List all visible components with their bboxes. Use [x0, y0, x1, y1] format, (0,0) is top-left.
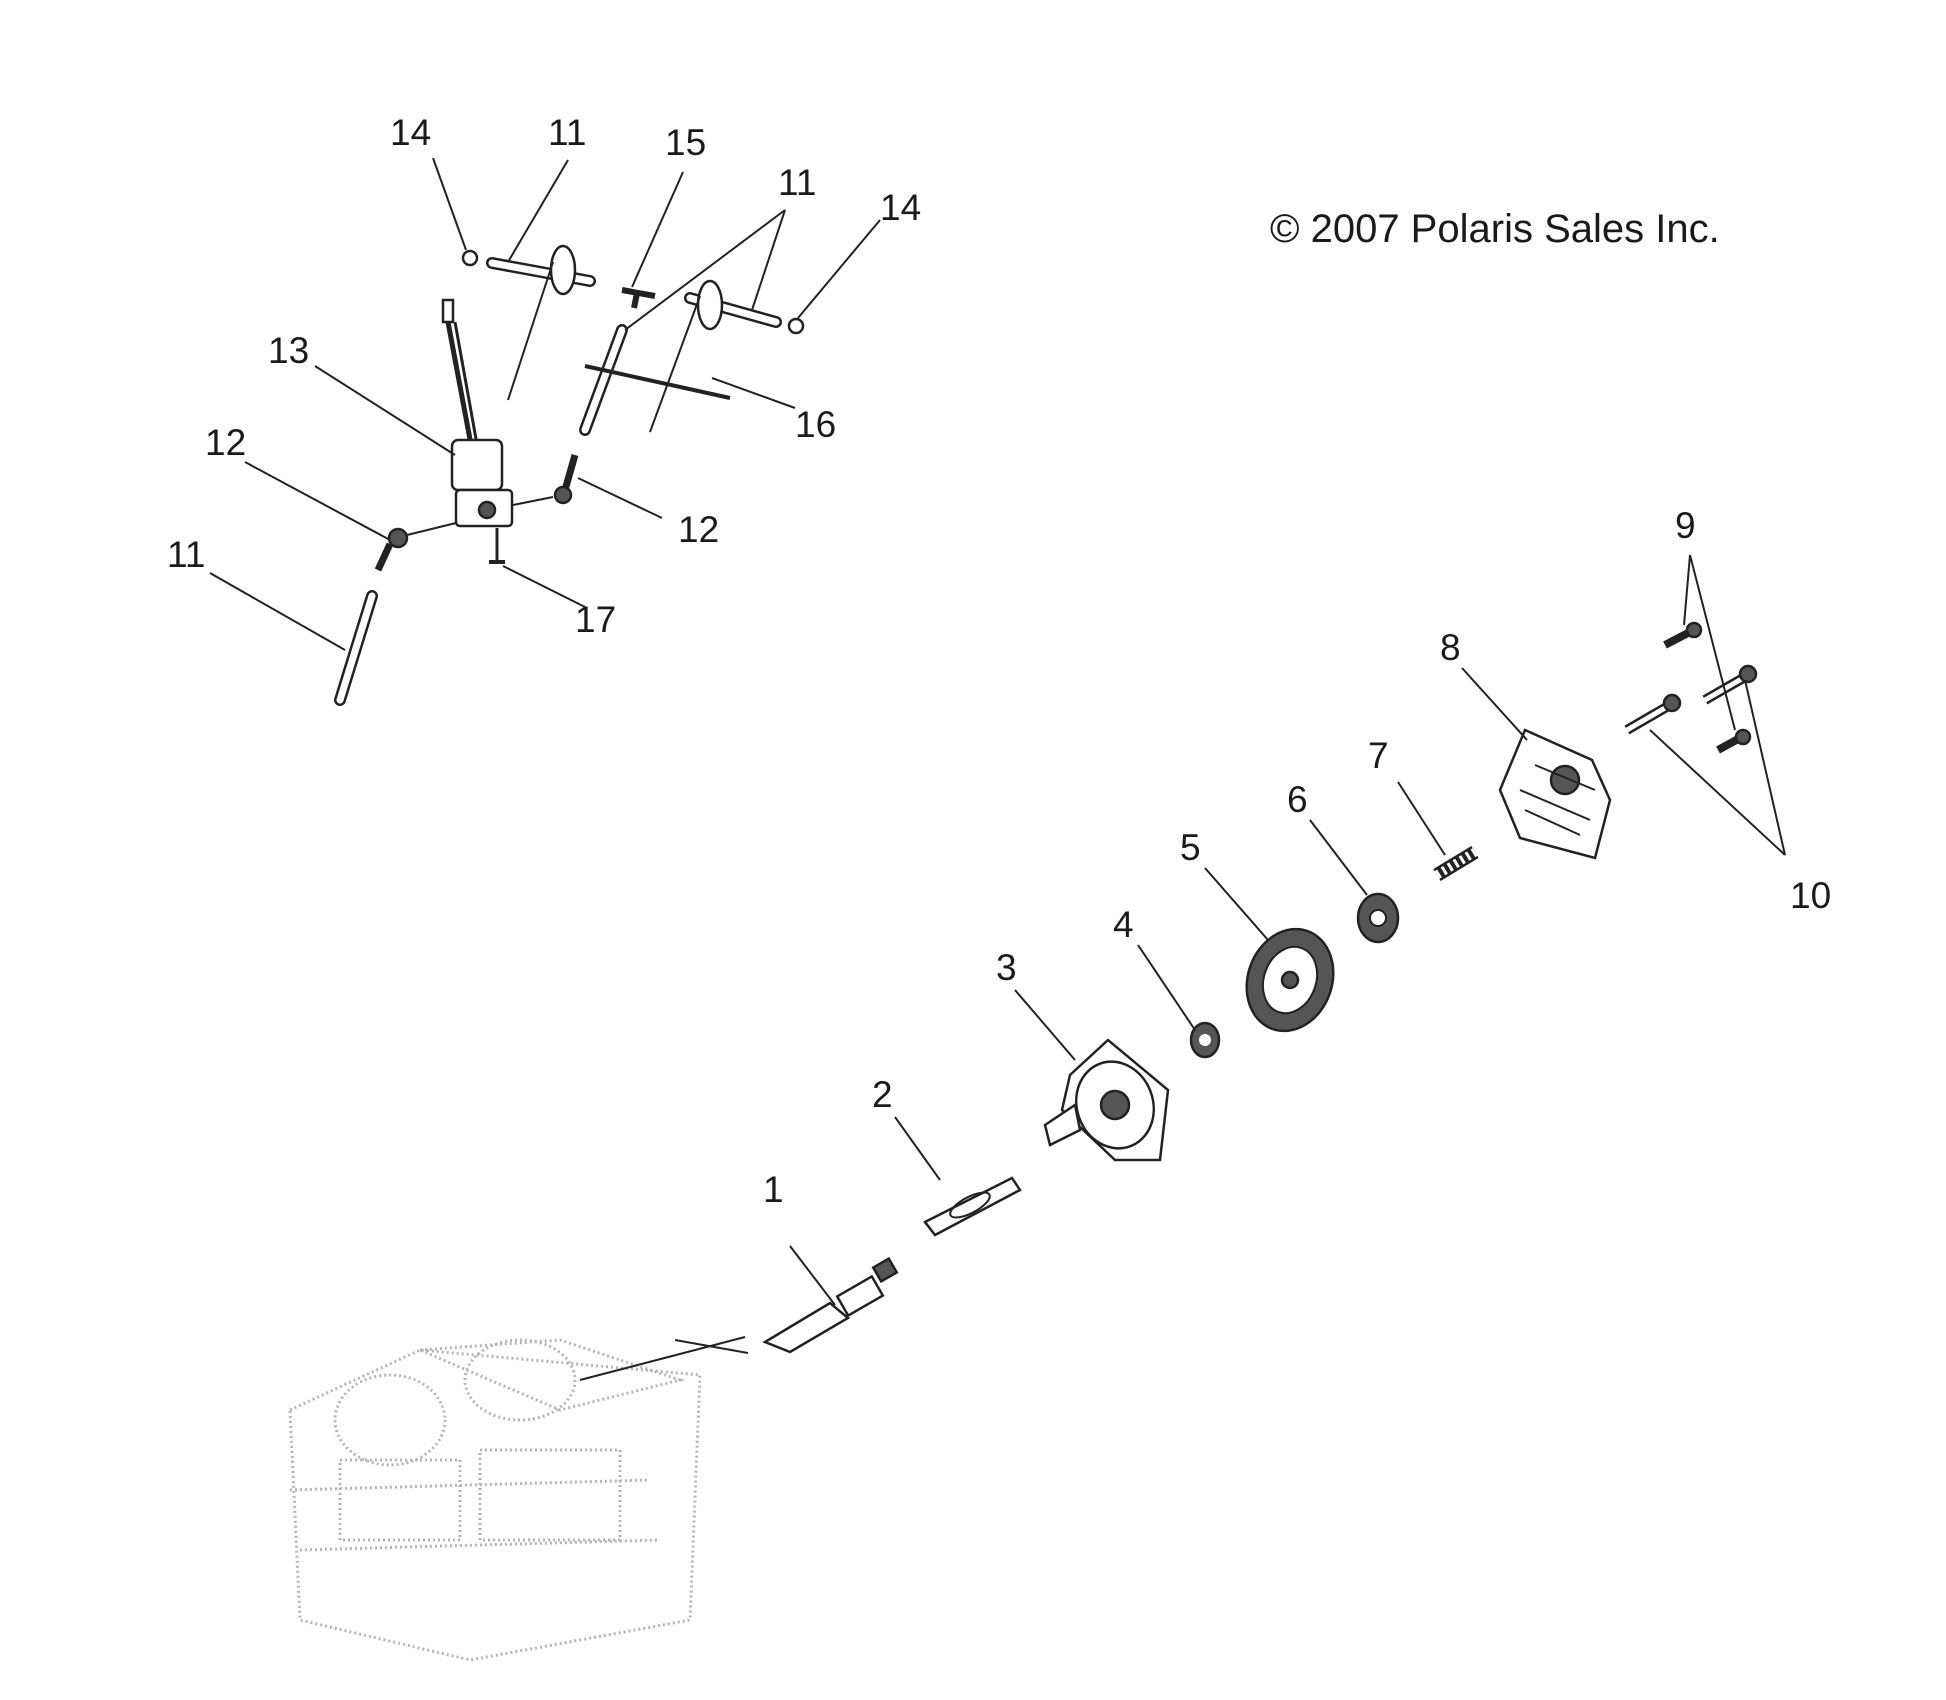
leader-lines: [209, 157, 1786, 1381]
clamp-part-16-right: [696, 279, 724, 331]
screw-part-17: [489, 528, 505, 564]
cover-part-8: [1498, 728, 1612, 860]
callout-14-top-left: 14: [390, 112, 431, 153]
sensor-hose-assembly: [334, 244, 805, 706]
cap-part-14-left: [461, 249, 479, 267]
cap-part-14-right: [787, 317, 805, 335]
seal-part-4: [1189, 1021, 1221, 1059]
callout-11-right: 11: [778, 162, 816, 203]
callout-17: 17: [575, 599, 616, 640]
spring-part-7: [1433, 846, 1479, 881]
callout-13: 13: [268, 330, 309, 371]
callout-1: 1: [763, 1169, 784, 1210]
gasket-part-2: [923, 1176, 1022, 1237]
bolt-part-9-top: [1663, 621, 1703, 649]
callout-5: 5: [1180, 827, 1201, 868]
callout-12-right: 12: [678, 509, 719, 550]
callout-11-bottom: 11: [167, 534, 205, 575]
callout-14-top-right: 14: [880, 187, 921, 228]
engine-block-ghost: [288, 1338, 702, 1662]
callout-15: 15: [665, 122, 706, 163]
bolt-part-9-bottom: [1716, 728, 1752, 754]
callout-16: 16: [795, 404, 836, 445]
sensor-part-13: [441, 298, 514, 528]
callout-4: 4: [1113, 904, 1134, 945]
fitting-part-12-left: [374, 522, 457, 572]
shaft-part-1: [762, 1256, 899, 1354]
callout-labels: 14 11 15 11 14 16 13 12 12 11 17 1 2 3 4…: [167, 112, 1831, 1210]
seat-part-6: [1356, 892, 1400, 944]
callout-2: 2: [872, 1074, 893, 1115]
clamp-part-16-left: [549, 244, 577, 296]
callout-3: 3: [996, 947, 1017, 988]
callout-8: 8: [1440, 627, 1461, 668]
callout-9: 9: [1675, 505, 1696, 546]
fitting-part-12-right: [512, 454, 579, 506]
callout-11-top: 11: [548, 112, 586, 153]
copyright-text: © 2007 Polaris Sales Inc.: [1270, 207, 1720, 251]
pump-assembly: [762, 621, 1758, 1354]
callout-6: 6: [1287, 779, 1308, 820]
callout-12-left: 12: [205, 422, 246, 463]
housing-part-3: [1043, 1038, 1170, 1162]
callout-7: 7: [1368, 735, 1389, 776]
tee-fitting-part-15: [621, 287, 656, 309]
callout-10: 10: [1790, 875, 1831, 916]
impeller-part-5: [1245, 927, 1335, 1033]
bolt-part-10-left: [1624, 693, 1682, 735]
